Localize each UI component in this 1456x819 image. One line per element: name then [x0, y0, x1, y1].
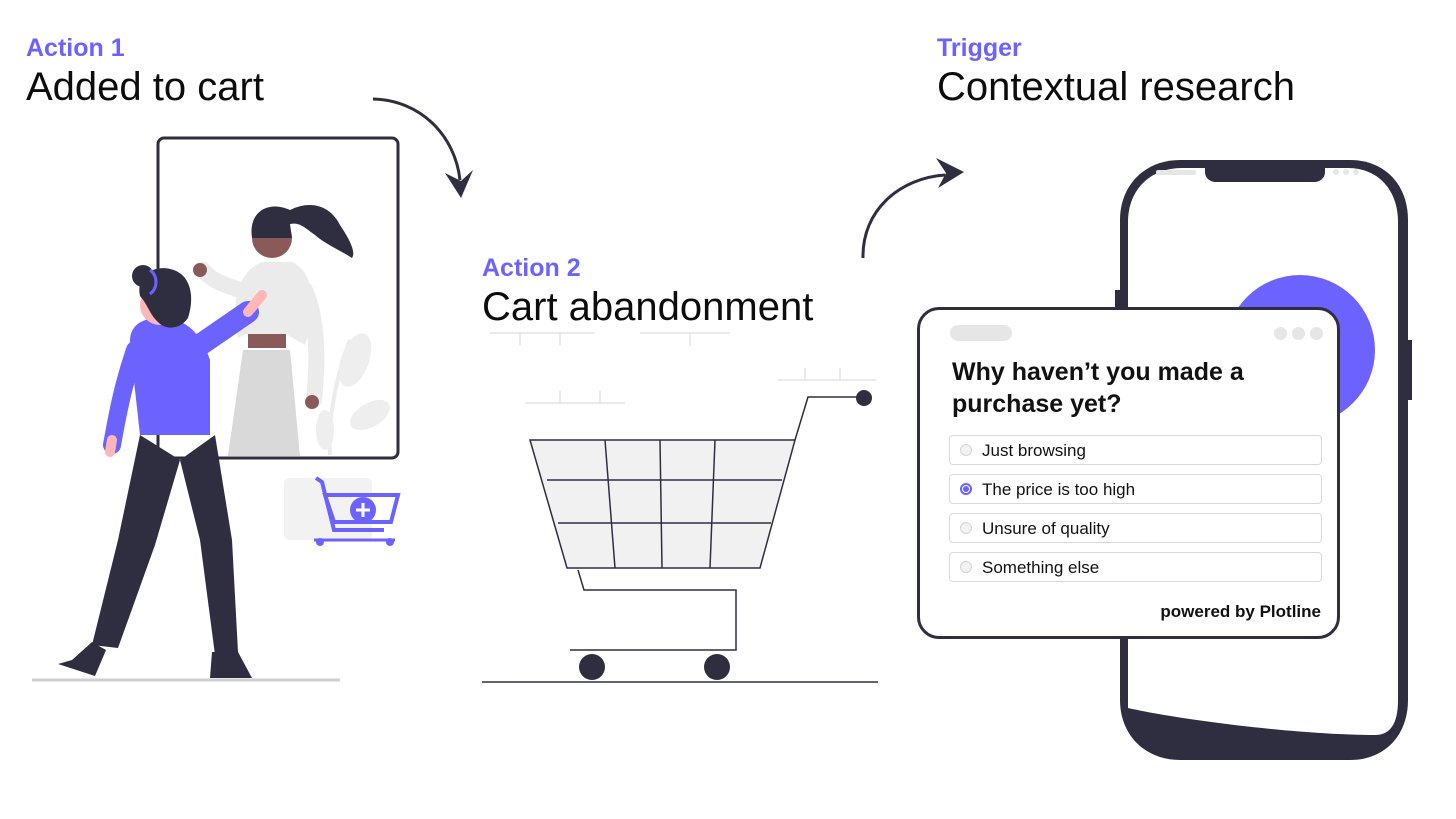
radio-button[interactable] — [960, 561, 972, 573]
option-label: Unsure of quality — [982, 519, 1110, 538]
survey-card: Why haven’t you made a purchase yet? Jus… — [917, 307, 1340, 639]
step-action-1: Action 1 Added to cart — [26, 34, 264, 110]
arrow-curve-up-icon — [861, 158, 964, 259]
step-action-2: Action 2 Cart abandonment — [482, 254, 813, 330]
step-kicker: Action 1 — [26, 34, 125, 62]
card-header-pill — [950, 325, 1012, 341]
step-kicker: Action 2 — [482, 254, 581, 282]
survey-option[interactable]: Just browsing — [949, 435, 1322, 465]
radio-button-selected[interactable] — [960, 483, 972, 495]
survey-question: Why haven’t you made a purchase yet? — [952, 358, 1244, 418]
step-kicker: Trigger — [937, 34, 1022, 62]
survey-option[interactable]: Unsure of quality — [949, 513, 1322, 543]
survey-options: Just browsing The price is too high Unsu… — [949, 435, 1322, 591]
survey-option[interactable]: Something else — [949, 552, 1322, 582]
arrow-curve-down-icon — [372, 97, 473, 198]
option-label: Just browsing — [982, 441, 1086, 460]
survey-option[interactable]: The price is too high — [949, 474, 1322, 504]
powered-by-footer: powered by Plotline — [1160, 602, 1321, 621]
step-heading: Contextual research — [937, 65, 1295, 109]
step-heading: Cart abandonment — [482, 285, 814, 329]
step-trigger: Trigger Contextual research — [937, 34, 1295, 110]
step-heading: Added to cart — [26, 65, 264, 109]
option-label: Something else — [982, 558, 1100, 577]
shopping-cart-icon — [482, 332, 878, 683]
option-label: The price is too high — [982, 480, 1136, 499]
mirror-illustration — [32, 136, 400, 682]
radio-button[interactable] — [960, 444, 972, 456]
radio-button[interactable] — [960, 522, 972, 534]
cart-add-icon — [284, 476, 401, 546]
card-dots — [1269, 327, 1323, 345]
